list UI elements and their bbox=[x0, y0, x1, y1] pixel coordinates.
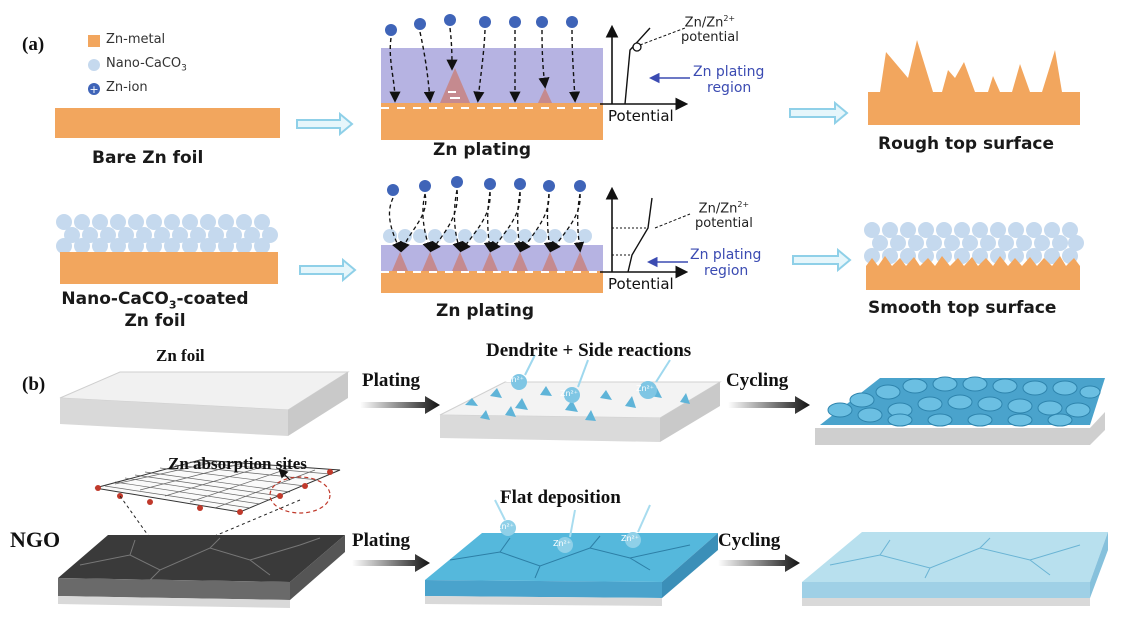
plating-arrow-2 bbox=[352, 554, 430, 572]
label-plating-1: Plating bbox=[362, 370, 421, 391]
process-arrow-2 bbox=[789, 100, 849, 126]
process-arrow-4 bbox=[792, 247, 852, 273]
label-cycling-1: Cycling bbox=[726, 370, 789, 391]
zn-ion-label-4: Zn²⁺ bbox=[496, 522, 514, 531]
zn-ion-label-3: Zn²⁺ bbox=[636, 384, 654, 393]
flat-cycled-plate bbox=[802, 532, 1108, 606]
zn-foil-plate bbox=[59, 371, 350, 436]
plating-schematic-top bbox=[381, 14, 690, 140]
zn-ion-icons-bottom bbox=[387, 176, 586, 196]
cycling-arrow-2 bbox=[718, 554, 800, 572]
caption-bare-zn-foil: Bare Zn foil bbox=[92, 148, 204, 168]
legend-zn-metal: Zn-metal bbox=[106, 32, 166, 47]
zn-ion-label-2: Zn²⁺ bbox=[560, 389, 578, 398]
label-zn-foil: Zn foil bbox=[156, 346, 205, 365]
legend-caco3-dot bbox=[88, 59, 100, 71]
potential-label-top: Zn/Zn2+ potential bbox=[681, 14, 739, 46]
plating-arrow-1 bbox=[360, 396, 440, 414]
process-arrow-1 bbox=[296, 111, 354, 137]
caco3-coated-foil bbox=[56, 214, 278, 284]
rough-zn-surface bbox=[868, 40, 1080, 125]
panel-a-label: (a) bbox=[22, 34, 45, 55]
label-cycling-2: Cycling bbox=[718, 530, 781, 551]
label-flat-deposition: Flat deposition bbox=[500, 487, 621, 508]
flat-deposition-plate bbox=[425, 499, 718, 606]
region-label-bottom: Zn plating region bbox=[690, 247, 762, 279]
potential-label-bottom: Zn/Zn2+ potential bbox=[695, 200, 753, 232]
plating-schematic-bottom bbox=[381, 176, 691, 293]
dendrite-plate bbox=[439, 354, 722, 442]
legend-zn-metal-swatch bbox=[88, 35, 100, 47]
svg-text:+: + bbox=[89, 83, 98, 96]
potential-axis-label-top: Potential bbox=[608, 107, 674, 125]
caption-zn-plating-bottom: Zn plating bbox=[436, 301, 535, 321]
caption-smooth-surface: Smooth top surface bbox=[868, 298, 1057, 318]
label-ngo: NGO bbox=[10, 527, 61, 552]
panel-b-label: (b) bbox=[22, 374, 46, 395]
legend-zn-ion: Zn-ion bbox=[106, 80, 148, 95]
legend-zn-ion-icon bbox=[88, 83, 100, 95]
region-label-top: Zn plating region bbox=[693, 64, 765, 96]
bare-zn-foil bbox=[55, 108, 280, 138]
label-absorption-sites: Zn absorption sites bbox=[168, 454, 307, 473]
zn-ion-label-6: Zn²⁺ bbox=[621, 534, 639, 543]
ngo-plate bbox=[58, 535, 345, 608]
caption-coated-foil: Nano-CaCO3-coated Zn foil bbox=[61, 289, 249, 332]
process-arrow-3 bbox=[299, 257, 357, 283]
zn-ion-label-1: Zn²⁺ bbox=[506, 375, 524, 384]
caption-rough-surface: Rough top surface bbox=[878, 134, 1055, 154]
dendrite-cycled-plate bbox=[815, 376, 1105, 445]
caption-zn-plating-top: Zn plating bbox=[433, 140, 532, 160]
potential-axis-label-bottom: Potential bbox=[608, 275, 674, 293]
zn-ion-label-5: Zn²⁺ bbox=[553, 539, 571, 548]
smooth-zn-surface bbox=[864, 222, 1084, 290]
legend-nano-caco3: Nano-CaCO3 bbox=[106, 56, 187, 74]
label-dendrite: Dendrite + Side reactions bbox=[486, 340, 692, 361]
cycling-arrow-1 bbox=[728, 396, 810, 414]
zn-ion-icons-top bbox=[385, 14, 578, 36]
label-plating-2: Plating bbox=[352, 530, 411, 551]
